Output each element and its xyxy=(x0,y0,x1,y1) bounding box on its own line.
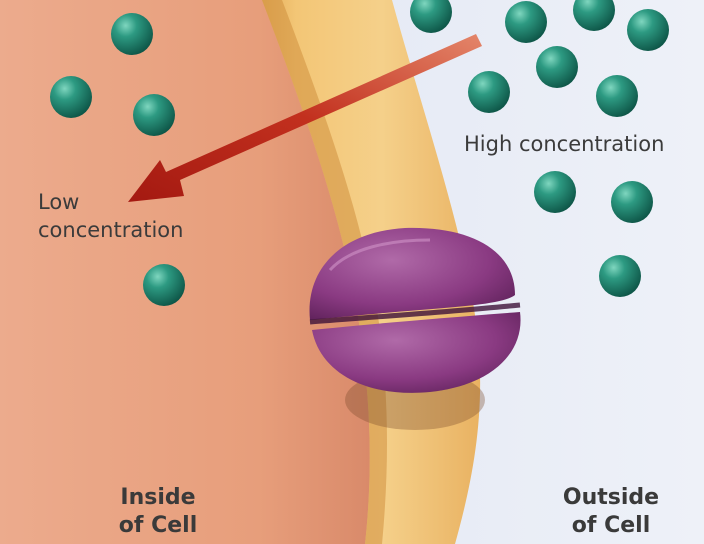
outside-line1: Outside xyxy=(548,484,674,512)
inside-line1: Inside xyxy=(100,484,216,512)
molecule-icon xyxy=(536,46,578,88)
molecule-icon xyxy=(468,71,510,113)
molecule-icon xyxy=(596,75,638,117)
molecule-icon xyxy=(599,255,641,297)
low-concentration-line1: Low xyxy=(38,188,183,216)
low-concentration-label: Low concentration xyxy=(38,188,183,244)
inside-line2: of Cell xyxy=(100,512,216,540)
molecule-icon xyxy=(534,171,576,213)
molecule-icon xyxy=(505,1,547,43)
molecule-icon xyxy=(133,94,175,136)
low-concentration-line2: concentration xyxy=(38,216,183,244)
high-concentration-text: High concentration xyxy=(464,130,664,158)
molecule-icon xyxy=(143,264,185,306)
high-concentration-label: High concentration xyxy=(464,130,664,158)
outside-of-cell-label: Outside of Cell xyxy=(548,484,674,540)
molecule-icon xyxy=(627,9,669,51)
molecule-icon xyxy=(611,181,653,223)
inside-of-cell-label: Inside of Cell xyxy=(100,484,216,540)
molecule-icon xyxy=(111,13,153,55)
molecule-icon xyxy=(50,76,92,118)
outside-line2: of Cell xyxy=(548,512,674,540)
